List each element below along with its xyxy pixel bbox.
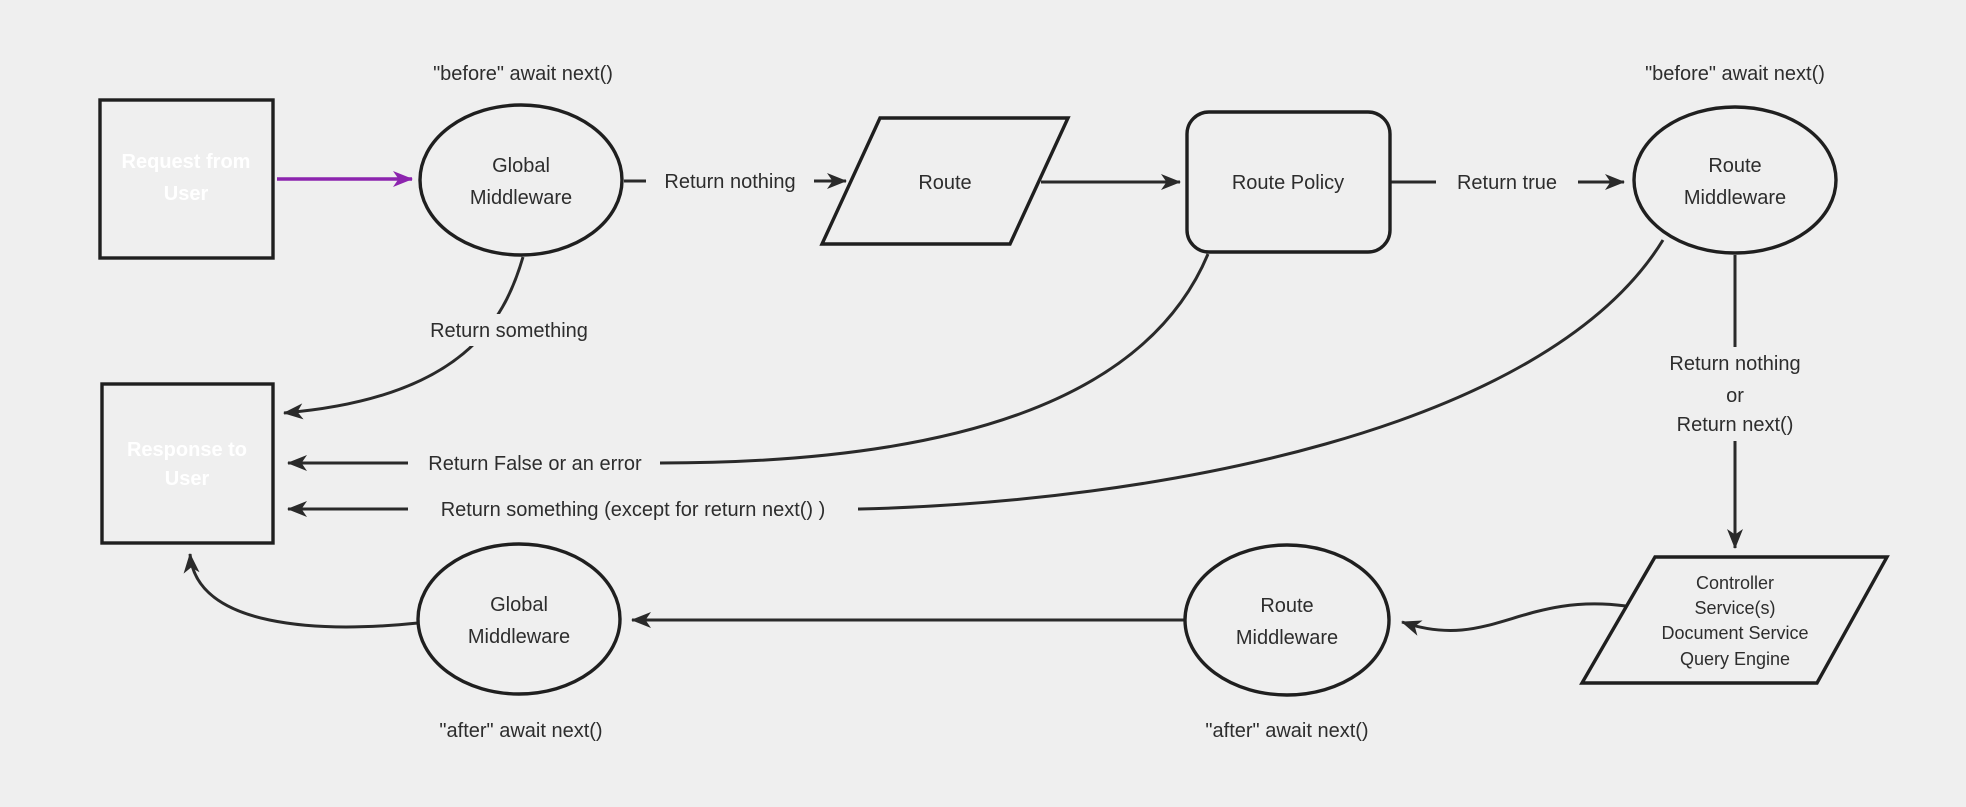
node-controller-services [1579, 555, 1890, 685]
label-return-nothing: Return nothing [664, 171, 795, 193]
node-response-to-user [100, 382, 275, 545]
controller-line4: Query Engine [1680, 649, 1790, 669]
label-return-nothing-or-line1: Return nothing [1669, 353, 1800, 375]
edge-route-policy-return-false [287, 253, 1210, 471]
label-after-await-next-right: "after" await next() [1205, 720, 1368, 742]
label-return-false-or-error: Return False or an error [428, 453, 642, 475]
label-bg-return-something [412, 314, 608, 346]
global-middleware-bottom-line1: Global [490, 594, 548, 616]
label-return-true: Return true [1457, 172, 1557, 194]
node-global-middleware-bottom [416, 542, 622, 696]
controller-line3: Document Service [1661, 623, 1808, 643]
edge-controller-to-route-middleware-bottom [1401, 602, 1627, 636]
label-return-something: Return something [430, 320, 588, 342]
route-label: Route [918, 172, 971, 194]
label-after-await-next-left: "after" await next() [439, 720, 602, 742]
controller-line2: Service(s) [1694, 598, 1775, 618]
global-middleware-bottom-line2: Middleware [468, 626, 570, 648]
node-route [819, 116, 1071, 246]
label-bg-return-nothing [646, 165, 814, 197]
edge-route-middleware-return-something-except [287, 239, 1665, 517]
edge-global-middleware-bottom-to-response [183, 553, 419, 629]
label-return-something-except: Return something (except for return next… [441, 499, 826, 521]
route-middleware-top-line2: Middleware [1684, 187, 1786, 209]
route-middleware-top-line1: Route [1708, 155, 1761, 177]
response-label-line2: User [165, 468, 210, 490]
global-middleware-top-line1: Global [492, 155, 550, 177]
response-label-line1: Response to [127, 439, 247, 461]
route-policy-label: Route Policy [1232, 172, 1344, 194]
node-request-from-user [98, 98, 275, 260]
label-bg-return-something-except [408, 493, 858, 525]
route-middleware-bottom-line2: Middleware [1236, 627, 1338, 649]
label-return-nothing-or-line3: Return next() [1677, 414, 1794, 436]
node-route-middleware-top [1632, 105, 1838, 255]
request-label-line2: User [164, 183, 209, 205]
route-middleware-bottom-line1: Route [1260, 595, 1313, 617]
label-return-nothing-or-line2: or [1726, 385, 1744, 407]
node-global-middleware-top [418, 103, 624, 257]
label-bg-return-false [408, 447, 660, 479]
label-bg-return-true [1436, 166, 1578, 198]
label-bg-return-nothing-or [1648, 347, 1824, 441]
request-label-line1: Request from [122, 151, 251, 173]
edge-global-middleware-return-something [283, 256, 525, 420]
controller-line1: Controller [1696, 573, 1774, 593]
node-route-middleware-bottom [1183, 543, 1391, 697]
node-route-policy [1185, 110, 1392, 254]
label-before-await-next-right: "before" await next() [1645, 63, 1825, 85]
label-before-await-next-left: "before" await next() [433, 63, 613, 85]
global-middleware-top-line2: Middleware [470, 187, 572, 209]
